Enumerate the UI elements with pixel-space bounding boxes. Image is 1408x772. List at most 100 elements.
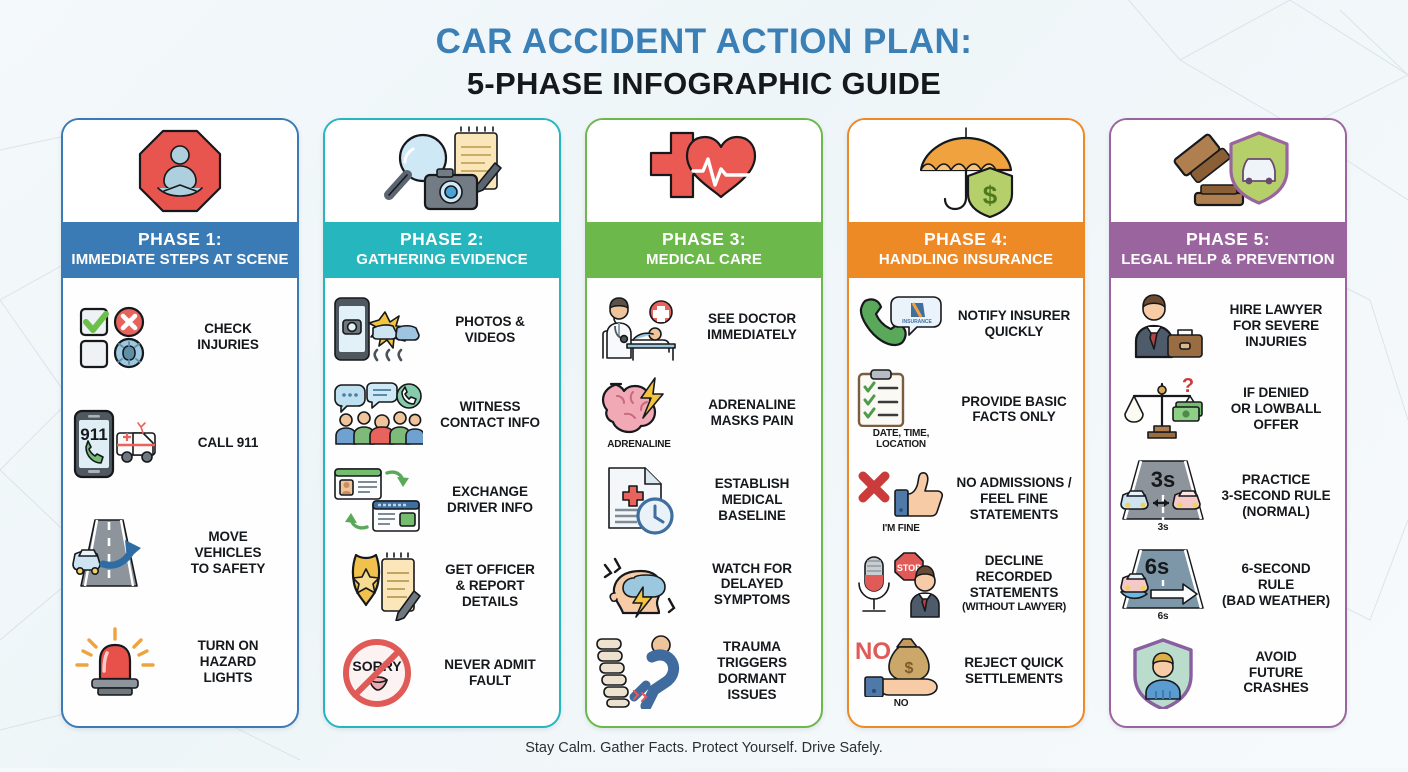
icon-caption: NO bbox=[893, 697, 909, 709]
three-second-rule-cars-icon: 3s 3s bbox=[1117, 459, 1209, 533]
phase-band-subtitle: IMMEDIATE STEPS AT SCENE bbox=[71, 250, 289, 268]
phase-card-5[interactable]: PHASE 5:LEGAL HELP & PREVENTION HIRE LAW… bbox=[1109, 118, 1347, 728]
svg-text:6s: 6s bbox=[1145, 554, 1169, 579]
lawyer-briefcase-icon bbox=[1117, 293, 1209, 359]
svg-text:NO: NO bbox=[855, 638, 891, 665]
phase-band-title: PHASE 2: bbox=[400, 229, 484, 250]
shield-driver-safe-icon bbox=[1117, 637, 1209, 709]
list-item-sublabel: (WITHOUT LAWYER) bbox=[962, 600, 1066, 613]
icon-caption: DATE, TIME, LOCATION bbox=[872, 427, 930, 450]
list-item-label-text: CALL 911 bbox=[197, 435, 259, 451]
phase-band-2: PHASE 2:GATHERING EVIDENCE bbox=[325, 222, 559, 278]
phase-band-3: PHASE 3:MEDICAL CARE bbox=[587, 222, 821, 278]
phase-card-2[interactable]: PHASE 2:GATHERING EVIDENCE PHOTOS &VIDEO… bbox=[323, 118, 561, 728]
id-card-exchange-icon bbox=[331, 465, 423, 535]
list-item[interactable]: PHOTOS &VIDEOS bbox=[331, 294, 553, 366]
umbrella-shield-dollar-icon: $ bbox=[914, 124, 1018, 219]
list-item[interactable]: 911 CALL 911 bbox=[69, 407, 291, 479]
checklist-injury-icon bbox=[69, 305, 161, 369]
medical-cross-heartbeat-icon bbox=[645, 127, 763, 215]
no-money-bag-hand-icon: NO $ NO bbox=[855, 633, 947, 709]
phase-band-subtitle: LEGAL HELP & PREVENTION bbox=[1121, 250, 1335, 268]
phone-call-insurance-icon: INSURANCE bbox=[855, 293, 947, 355]
phase-hero-icon-wrap-5 bbox=[1111, 120, 1345, 223]
svg-text:?: ? bbox=[1182, 375, 1194, 397]
police-badge-report-icon bbox=[331, 551, 423, 622]
witness-people-chat-icon bbox=[331, 382, 423, 448]
head-pain-cloud-icon bbox=[593, 549, 685, 619]
icon-caption: 6s bbox=[1157, 610, 1169, 622]
icon-caption: I'M FINE bbox=[882, 523, 920, 535]
icon-caption: 3s bbox=[1157, 521, 1169, 533]
microphone-stop-agent-icon: STOP bbox=[855, 549, 947, 619]
phase-band-subtitle: GATHERING EVIDENCE bbox=[356, 250, 528, 268]
phase-hero-icon-wrap-3 bbox=[587, 120, 821, 223]
footer-tagline: Stay Calm. Gather Facts. Protect Yoursel… bbox=[525, 740, 883, 756]
hazard-beacon-light-icon bbox=[69, 626, 161, 697]
phase-band-title: PHASE 3: bbox=[662, 229, 746, 250]
phone-911-ambulance-icon: 911 bbox=[69, 407, 161, 479]
no-sorry-apology-icon: SORRY bbox=[331, 638, 423, 708]
doctor-patient-bed-icon bbox=[593, 292, 685, 362]
phase-hero-icon-wrap-1 bbox=[63, 120, 297, 223]
phase-hero-icon-wrap-2 bbox=[325, 120, 559, 223]
phase-band-title: PHASE 5: bbox=[1186, 229, 1270, 250]
phase-band-1: PHASE 1:IMMEDIATE STEPS AT SCENE bbox=[63, 222, 297, 278]
six-second-rule-wet-road-icon: 6s 6s bbox=[1117, 548, 1209, 622]
phase-band-title: PHASE 4: bbox=[924, 229, 1008, 250]
phase-band-title: PHASE 1: bbox=[138, 229, 222, 250]
